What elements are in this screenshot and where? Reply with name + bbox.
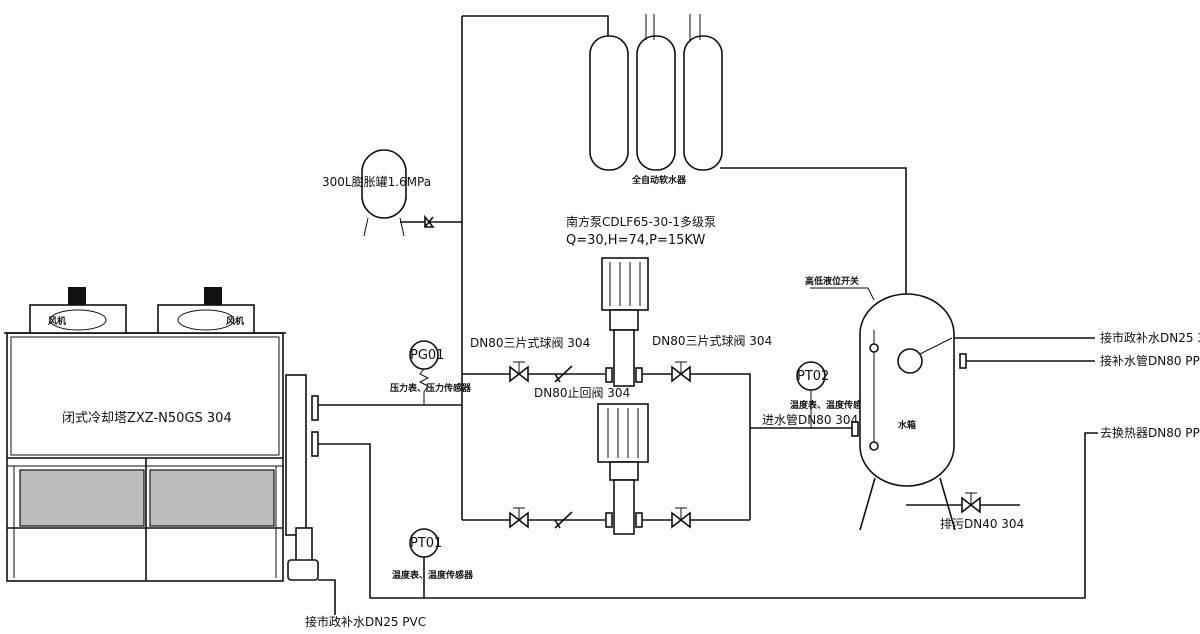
outlet-low-label: 去换热器DN80 PPR xyxy=(1100,426,1200,440)
softener-label: 全自动软水器 xyxy=(631,174,687,186)
tower-riser-pipe xyxy=(285,374,307,536)
pump-lower-motor xyxy=(597,403,649,463)
outlet-top-label: 接市政补水DN25 304 xyxy=(1100,330,1200,345)
valve-right-label: DN80三片式球阀 304 xyxy=(652,334,772,348)
cooling-tower: 风机 风机 闭式冷却塔ZXZ-N50GS 304 xyxy=(4,287,319,582)
drain-label: 排污DN40 304 xyxy=(940,517,1024,531)
pt01-tag: PT01 xyxy=(410,536,442,551)
valve-left-label: DN80三片式球阀 304 xyxy=(470,336,590,350)
check-valve-upper-icon xyxy=(554,365,573,383)
water-softener: 全自动软水器 xyxy=(589,14,723,186)
pump-upper-coupling xyxy=(609,309,639,331)
check-valve-label: DN80止回阀 304 xyxy=(534,386,630,400)
pump-model-label: 南方泵CDLF65-30-1多级泵 xyxy=(566,214,716,229)
tower-return-flange xyxy=(311,431,319,457)
tank-manhole xyxy=(897,348,923,374)
softener-vessel-1 xyxy=(589,35,629,171)
louver-right xyxy=(149,469,275,527)
makeup-bottom-label: 接市政补水DN25 PVC xyxy=(305,614,426,629)
tank-inlet-flange xyxy=(851,421,859,437)
fan-housing-left xyxy=(29,304,127,334)
pg01-tag: PG01 xyxy=(410,348,444,363)
gauge-pg01: PG01 压力表、压力传感器 xyxy=(390,340,472,405)
tank-vessel xyxy=(859,293,955,487)
pt01-circle xyxy=(409,528,439,558)
pump-lower-stages xyxy=(613,479,635,535)
expansion-valve-icon xyxy=(424,214,435,228)
expansion-tank-vessel xyxy=(361,149,407,219)
softener-vessel-3 xyxy=(683,35,723,171)
valves xyxy=(509,361,981,529)
expansion-tank-label: 300L膨胀罐1.6MPa xyxy=(322,175,431,189)
makeup-pump-base xyxy=(287,559,319,581)
softener-vessel-2 xyxy=(636,35,676,171)
tank-label: 水箱 xyxy=(898,419,916,431)
louver-left xyxy=(19,469,145,527)
pump-lower xyxy=(597,403,649,535)
check-valve-lower-icon xyxy=(554,511,573,529)
fan-motor-left xyxy=(68,287,86,305)
pump-upper-stages xyxy=(613,329,635,387)
gauge-pt02: PT02 温度表、温度传感器 xyxy=(790,361,872,428)
main-piping xyxy=(318,15,1098,615)
fan-left-label: 风机 xyxy=(48,315,66,327)
fan-motor-right xyxy=(204,287,222,305)
inlet-pipe-label: 进水管DN80 304 xyxy=(762,412,858,427)
tank-outlet-flange xyxy=(959,353,967,369)
expansion-tank: 300L膨胀罐1.6MPa xyxy=(322,149,435,237)
level-switch-label: 高低液位开关 xyxy=(805,275,859,287)
pt01-desc: 温度表、温度传感器 xyxy=(392,569,474,581)
pump-upper-motor xyxy=(601,257,649,311)
tower-outlet-flange xyxy=(311,395,319,421)
fan-right-label: 风机 xyxy=(226,315,244,327)
gauge-pt01: PT01 温度表、温度传感器 xyxy=(392,528,474,581)
outlet-mid-label: 接补水管DN80 PPR xyxy=(1100,353,1200,368)
pump-params-label: Q=30,H=74,P=15KW xyxy=(566,233,705,248)
pg01-desc: 压力表、压力传感器 xyxy=(390,382,472,394)
tower-body xyxy=(6,332,284,582)
pump-lower-coupling xyxy=(609,461,639,481)
tower-model-label: 闭式冷却塔ZXZ-N50GS 304 xyxy=(62,411,232,426)
tower-upper-panel xyxy=(10,336,280,456)
pt02-desc: 温度表、温度传感器 xyxy=(790,399,872,411)
water-tank: 高低液位开关 水箱 xyxy=(805,275,967,531)
pt02-tag: PT02 xyxy=(797,369,829,384)
pump-upper xyxy=(601,257,649,387)
